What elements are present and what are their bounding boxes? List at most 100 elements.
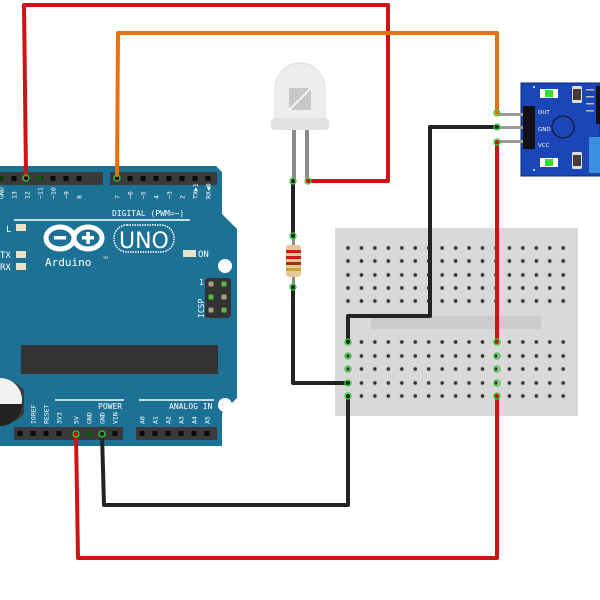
breadboard-hole <box>521 381 525 385</box>
led-rx-label: RX <box>0 263 11 273</box>
header-pin <box>24 176 30 181</box>
connection-point <box>493 352 501 360</box>
microcontroller-chip <box>21 345 218 374</box>
breadboard-hole <box>427 340 431 344</box>
breadboard-hole <box>359 299 364 303</box>
header-pin <box>17 431 23 436</box>
breadboard-hole <box>359 394 364 398</box>
power-label: POWER <box>98 402 122 411</box>
breadboard-hole <box>521 246 525 250</box>
breadboard-hole <box>427 367 431 371</box>
resistor-bands <box>286 250 301 271</box>
breadboard-hole <box>534 381 538 385</box>
breadboard-hole <box>359 367 364 371</box>
power-header <box>14 427 123 440</box>
breadboard-hole <box>534 299 538 303</box>
resistor-band <box>286 250 301 253</box>
led-l <box>16 224 26 231</box>
breadboard-hole <box>467 259 471 263</box>
breadboard-hole <box>346 286 350 290</box>
pin-label: ~6 <box>127 191 135 199</box>
pin-label: GND <box>0 187 6 199</box>
icsp-pin <box>208 281 214 287</box>
header-pin <box>11 176 17 181</box>
breadboard-hole <box>413 354 417 358</box>
breadboard-hole <box>480 340 485 344</box>
sensor-pin-gnd-label: GND <box>538 127 551 133</box>
icsp-pin1-label: 1 <box>199 278 204 287</box>
breadboard-hole <box>467 273 471 277</box>
breadboard-hole <box>400 381 404 385</box>
sensor-pin-header <box>523 106 535 149</box>
breadboard-hole <box>521 394 525 398</box>
breadboard-hole <box>373 381 377 385</box>
breadboard-hole <box>346 354 350 358</box>
breadboard-hole <box>386 259 391 263</box>
breadboard-hole <box>400 273 404 277</box>
header-pin <box>204 431 210 436</box>
breadboard-hole <box>480 367 485 371</box>
pin-label: A3 <box>178 416 186 424</box>
breadboard-hole <box>346 299 350 303</box>
breadboard-hole <box>561 273 565 277</box>
breadboard-hole <box>413 273 417 277</box>
breadboard-hole <box>534 354 538 358</box>
sensor-led-top <box>540 89 558 98</box>
resistor-band <box>286 262 301 265</box>
smd-resistor <box>572 152 582 169</box>
breadboard-hole <box>561 299 565 303</box>
breadboard-hole <box>521 259 525 263</box>
pin-label: 12 <box>24 191 32 199</box>
breadboard-hole <box>453 354 458 358</box>
breadboard-hole <box>467 394 471 398</box>
breadboard-hole <box>346 259 350 263</box>
breadboard-hole <box>359 381 364 385</box>
breadboard-hole <box>400 340 404 344</box>
capacitor <box>0 378 24 426</box>
header-pin <box>140 176 146 181</box>
icsp-pin <box>208 307 214 313</box>
breadboard-hole <box>400 367 404 371</box>
breadboard-hole <box>521 340 525 344</box>
sensor-ic <box>596 86 600 124</box>
header-pin <box>63 176 69 181</box>
wire-red-5v-to-breadboard <box>74 394 499 560</box>
breadboard-hole <box>548 367 552 371</box>
breadboard-hole <box>548 273 552 277</box>
breadboard-hole <box>548 354 552 358</box>
breadboard-hole <box>440 354 444 358</box>
breadboard-hole <box>507 381 512 385</box>
pin-label: ~5 <box>140 191 148 199</box>
white-led <box>271 62 329 180</box>
breadboard-hole <box>534 273 538 277</box>
breadboard-hole <box>440 273 444 277</box>
breadboard <box>335 228 578 416</box>
connection-point <box>98 430 106 438</box>
breadboard-hole <box>359 259 364 263</box>
led-on-label: ON <box>198 250 209 260</box>
breadboard-hole <box>453 273 458 277</box>
connection-point <box>493 365 501 373</box>
breadboard-hole <box>359 246 364 250</box>
pin-label: A1 <box>152 416 160 424</box>
connection-point <box>493 392 501 400</box>
breadboard-hole <box>494 367 498 371</box>
connection-point <box>344 379 352 387</box>
mounting-hole <box>218 398 232 412</box>
breadboard-hole <box>561 367 565 371</box>
breadboard-hole <box>561 259 565 263</box>
breadboard-hole <box>453 286 458 290</box>
pin-label: IOREF <box>30 404 38 424</box>
breadboard-hole <box>548 259 552 263</box>
breadboard-hole <box>400 286 404 290</box>
pin-label: 4 <box>153 195 161 199</box>
breadboard-hole <box>480 299 485 303</box>
sensor-ic-legs <box>586 89 594 112</box>
connection-point <box>344 365 352 373</box>
sensor-pin-vcc-label: VCC <box>538 143 550 149</box>
sensor-potentiometer <box>589 137 600 173</box>
pin-label: A4 <box>191 416 199 424</box>
breadboard-hole <box>440 394 444 398</box>
